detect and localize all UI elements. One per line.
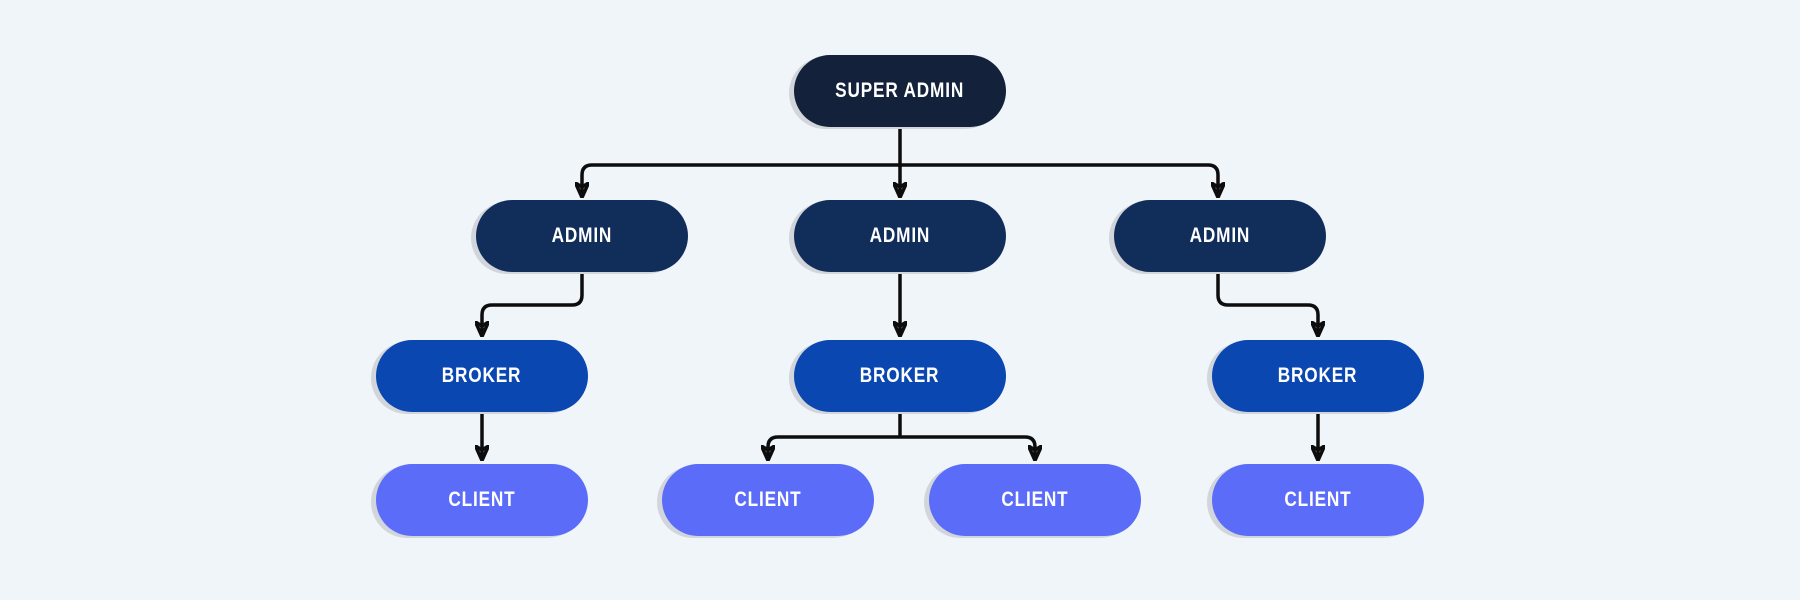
node-label: BROKER [1278, 364, 1358, 387]
node-broker-1: BROKER [376, 340, 588, 412]
node-label: CLIENT [734, 488, 802, 511]
node-broker-2: BROKER [794, 340, 1006, 412]
node-client-4: CLIENT [1212, 464, 1424, 536]
node-broker-3: BROKER [1212, 340, 1424, 412]
edge-superadmin-admin3 [900, 163, 1218, 196]
edge-superadmin-admin1 [582, 163, 900, 196]
edge-broker2-client2 [768, 435, 900, 459]
node-label: CLIENT [1284, 488, 1352, 511]
node-admin-2: ADMIN [794, 200, 1006, 272]
node-label: ADMIN [551, 224, 613, 247]
node-super-admin: SUPER ADMIN [794, 55, 1006, 127]
node-client-1: CLIENT [376, 464, 588, 536]
node-admin-3: ADMIN [1114, 200, 1326, 272]
node-label: BROKER [442, 364, 522, 387]
node-label: CLIENT [1001, 488, 1069, 511]
node-admin-1: ADMIN [476, 200, 688, 272]
edge-admin3-broker3 [1216, 272, 1318, 335]
edge-broker2-client3 [900, 435, 1035, 459]
node-label: SUPER ADMIN [835, 79, 965, 102]
edge-admin1-broker1 [482, 272, 584, 335]
node-client-3: CLIENT [929, 464, 1141, 536]
node-label: ADMIN [869, 224, 931, 247]
node-label: BROKER [860, 364, 940, 387]
node-client-2: CLIENT [662, 464, 874, 536]
node-label: CLIENT [448, 488, 516, 511]
node-label: ADMIN [1189, 224, 1251, 247]
